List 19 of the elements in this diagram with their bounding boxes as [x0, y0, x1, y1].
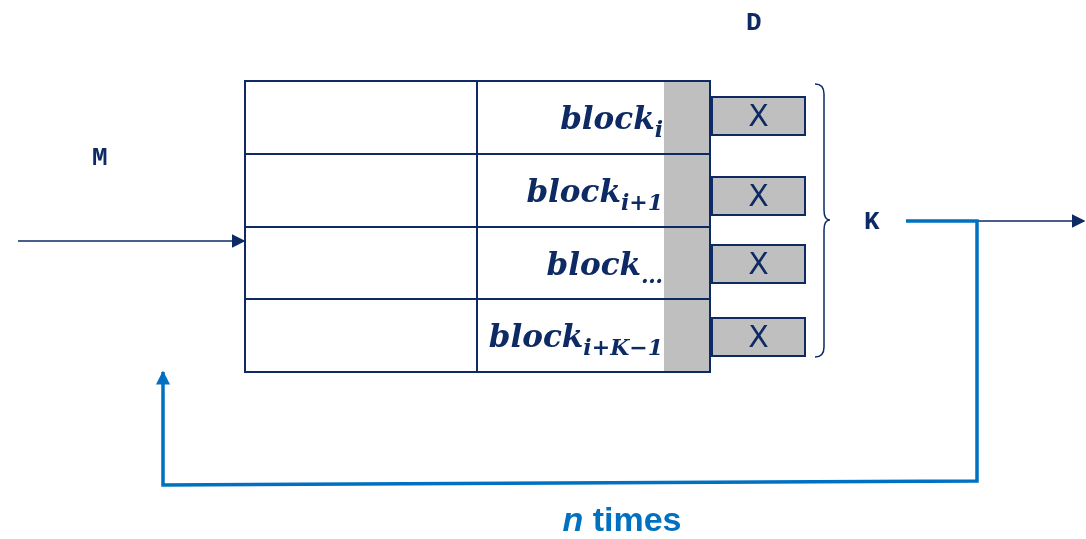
cell-mark: X: [748, 249, 769, 279]
dimension-label: D: [746, 8, 762, 38]
block-label: block$_{i+1}$: [526, 172, 663, 209]
marked-cell: [711, 176, 806, 216]
cell-mark: X: [748, 322, 769, 352]
block-label: block$_{i+K−1}$: [488, 317, 663, 354]
marked-cell: [711, 96, 806, 136]
cell-mark: X: [748, 181, 769, 211]
arrow: [156, 219, 979, 487]
dimension-label: K: [864, 207, 880, 237]
cell-mark: X: [748, 101, 769, 131]
block-label: block$_{i}$: [560, 99, 663, 136]
block-cell: [476, 298, 711, 373]
marked-cell: [711, 244, 806, 284]
arrow: [17, 234, 246, 248]
dimension-label: M: [92, 143, 108, 173]
block-label: block$_{…}$: [546, 245, 663, 282]
block-cell: [476, 80, 711, 155]
marked-cell: [711, 317, 806, 357]
